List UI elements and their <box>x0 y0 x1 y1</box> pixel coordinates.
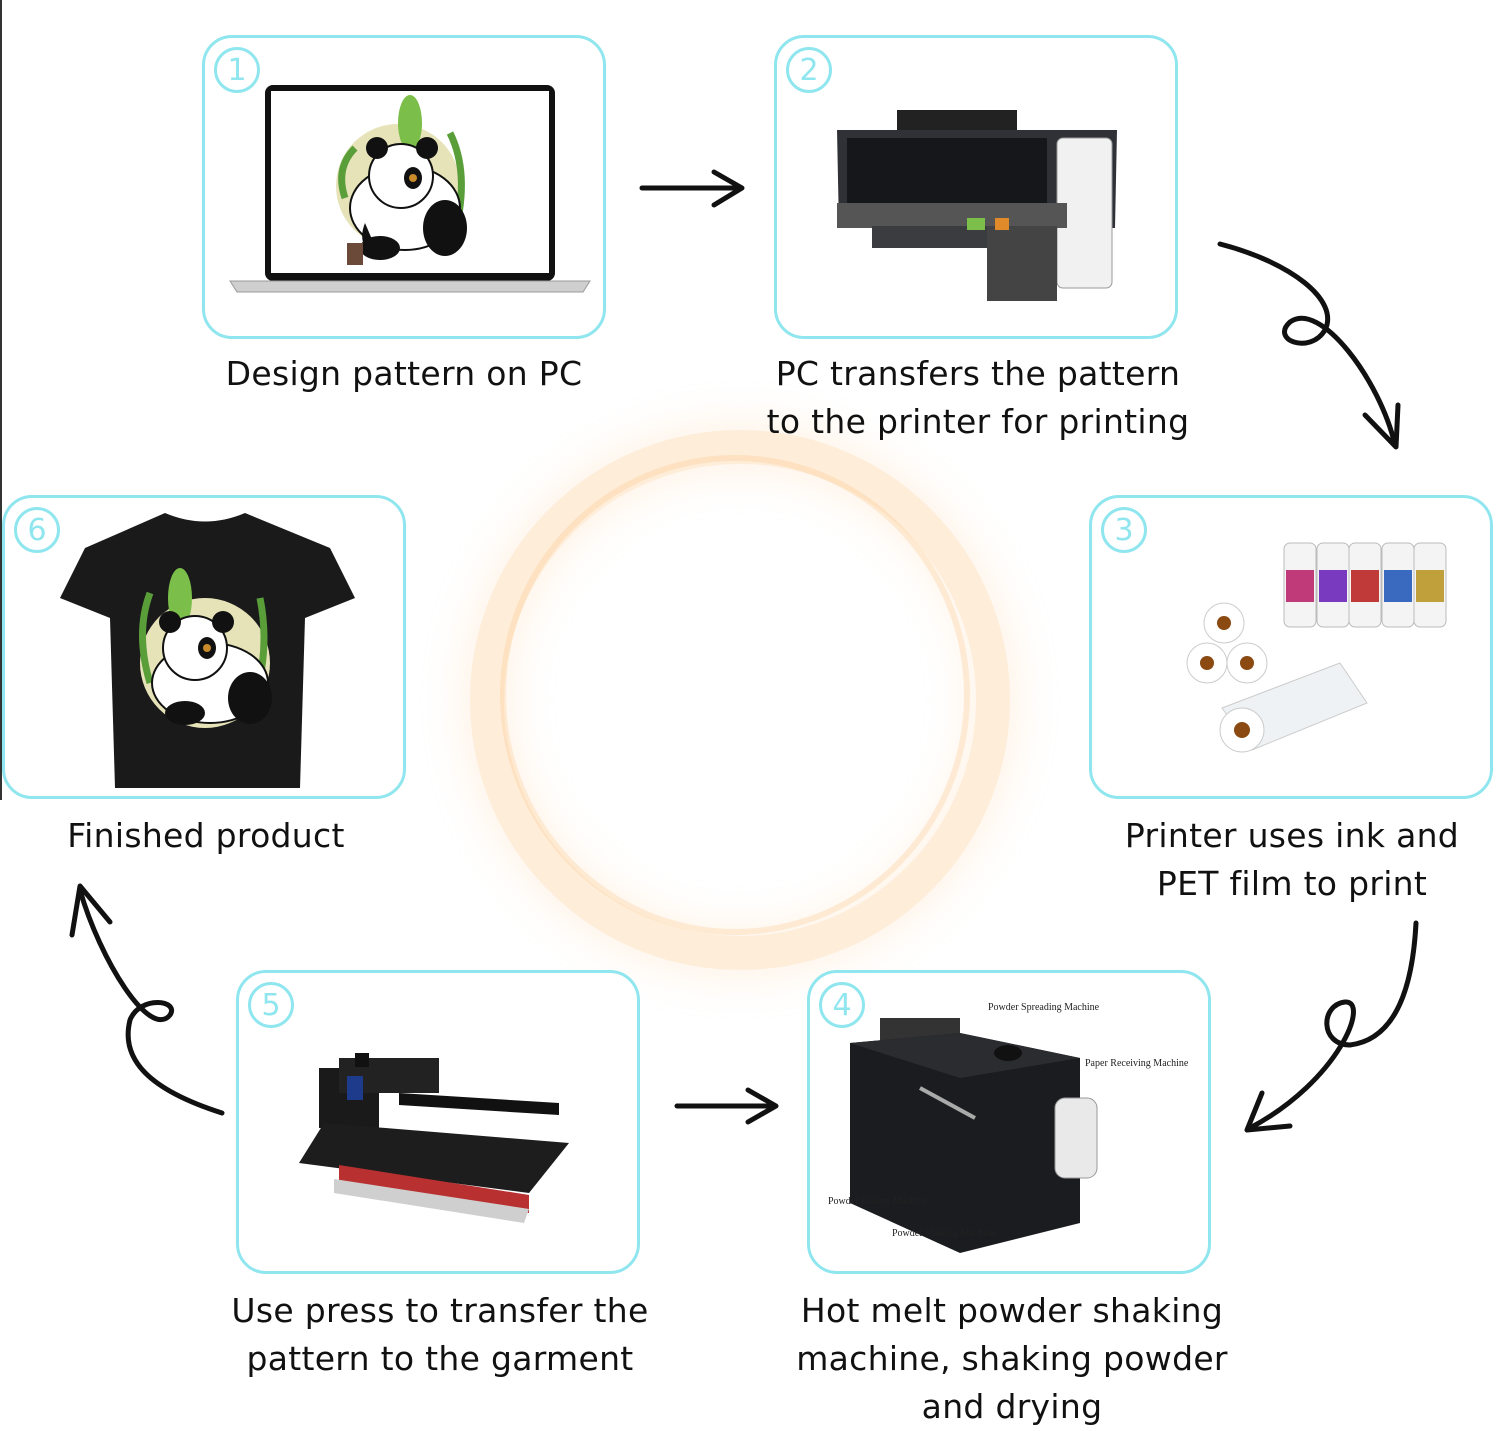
background-glow-ring-inner <box>500 455 970 935</box>
arrow-step4-to-step5 <box>674 1087 779 1125</box>
ink-and-film-illustration <box>1186 542 1447 753</box>
step-2-card: 2 <box>774 35 1178 339</box>
arrow-step3-to-step4 <box>1244 920 1419 1133</box>
arrow-step5-to-step6 <box>69 883 225 1116</box>
arrow-step1-to-step2 <box>639 169 745 208</box>
step-5-card: 5 <box>236 970 640 1274</box>
powder-machine-illustration: Powder Spreading Machine Paper Receiving… <box>828 1002 1189 1253</box>
step-5-number-badge: 5 <box>248 982 294 1028</box>
step-3-card: 3 <box>1089 495 1493 799</box>
step-4-number-badge: 4 <box>819 982 865 1028</box>
heat-press-illustration <box>299 1053 569 1223</box>
label-powder-shaking: Powder Shaking Machine <box>892 1228 996 1239</box>
step-4-caption: Hot melt powder shaking machine, shaking… <box>796 1291 1228 1426</box>
label-paper-receiving: Paper Receiving Machine <box>1085 1058 1189 1069</box>
step-2-number-badge: 2 <box>786 47 832 93</box>
step-6-caption: Finished product <box>67 816 345 855</box>
step-5-caption: Use press to transfer the pattern to the… <box>231 1291 649 1378</box>
left-edge-rule <box>0 0 2 800</box>
step-1-card: 1 <box>202 35 606 339</box>
label-powder-spreading: Powder Spreading Machine <box>988 1002 1100 1013</box>
step-6-card: 6 <box>2 495 406 799</box>
step-1-number-badge: 1 <box>214 47 260 93</box>
step-3-number-badge: 3 <box>1101 507 1147 553</box>
laptop-illustration <box>229 85 591 293</box>
printer-illustration <box>837 110 1117 301</box>
step-1-caption: Design pattern on PC <box>225 354 583 393</box>
step-3-caption: Printer uses ink and PET film to print <box>1124 816 1460 903</box>
step-4-card: Powder Spreading Machine Paper Receiving… <box>807 970 1211 1274</box>
step-6-number-badge: 6 <box>14 507 60 553</box>
label-powder-baking: Powder Baking Machine <box>828 1196 928 1207</box>
step-2-caption: PC transfers the pattern to the printer … <box>766 354 1190 441</box>
tshirt-illustration <box>60 513 355 788</box>
arrow-step2-to-step3 <box>1217 241 1401 450</box>
